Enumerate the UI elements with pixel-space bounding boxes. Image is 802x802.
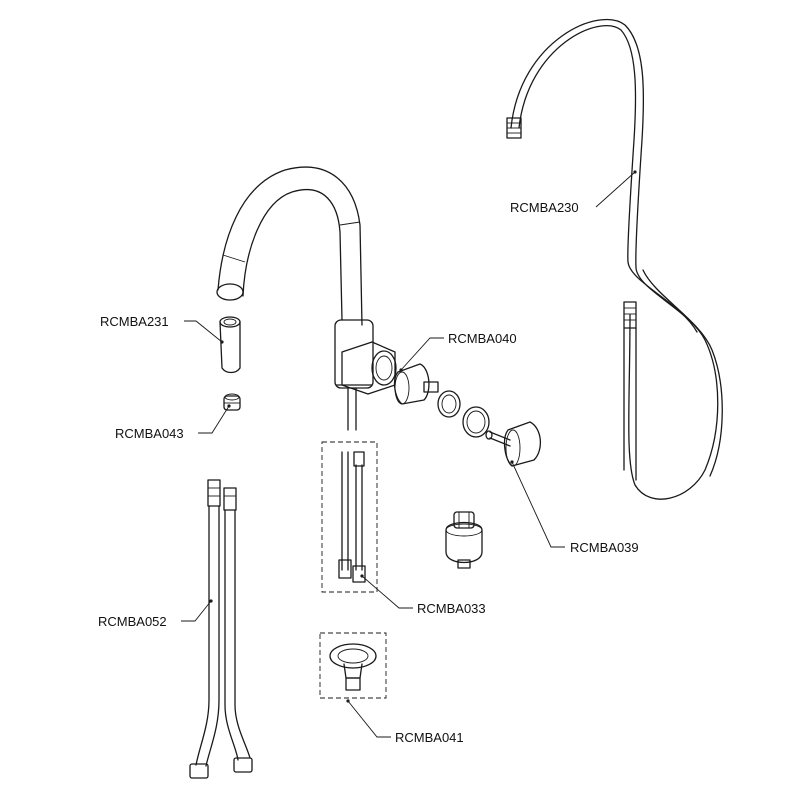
label-rcmba033: RCMBA033: [417, 601, 486, 616]
leader-lines: [181, 170, 637, 738]
pullout-hose: [506, 18, 723, 500]
flexible-hoses: [189, 479, 253, 779]
label-rcmba039: RCMBA039: [570, 540, 639, 555]
cartridge: [393, 363, 490, 438]
label-rcmba041: RCMBA041: [395, 730, 464, 745]
label-rcmba043: RCMBA043: [115, 426, 184, 441]
label-rcmba230: RCMBA230: [510, 200, 579, 215]
valve-body: [445, 511, 483, 569]
lever-handle: [485, 421, 541, 467]
label-rcmba040: RCMBA040: [448, 331, 517, 346]
label-rcmba231: RCMBA231: [100, 314, 169, 329]
faucet-body: [216, 166, 397, 431]
supply-tubes-box: [321, 441, 378, 593]
mounting-kit-box: [319, 632, 387, 699]
label-rcmba052: RCMBA052: [98, 614, 167, 629]
small-nut: [223, 393, 241, 411]
spout-tip: [219, 316, 241, 374]
